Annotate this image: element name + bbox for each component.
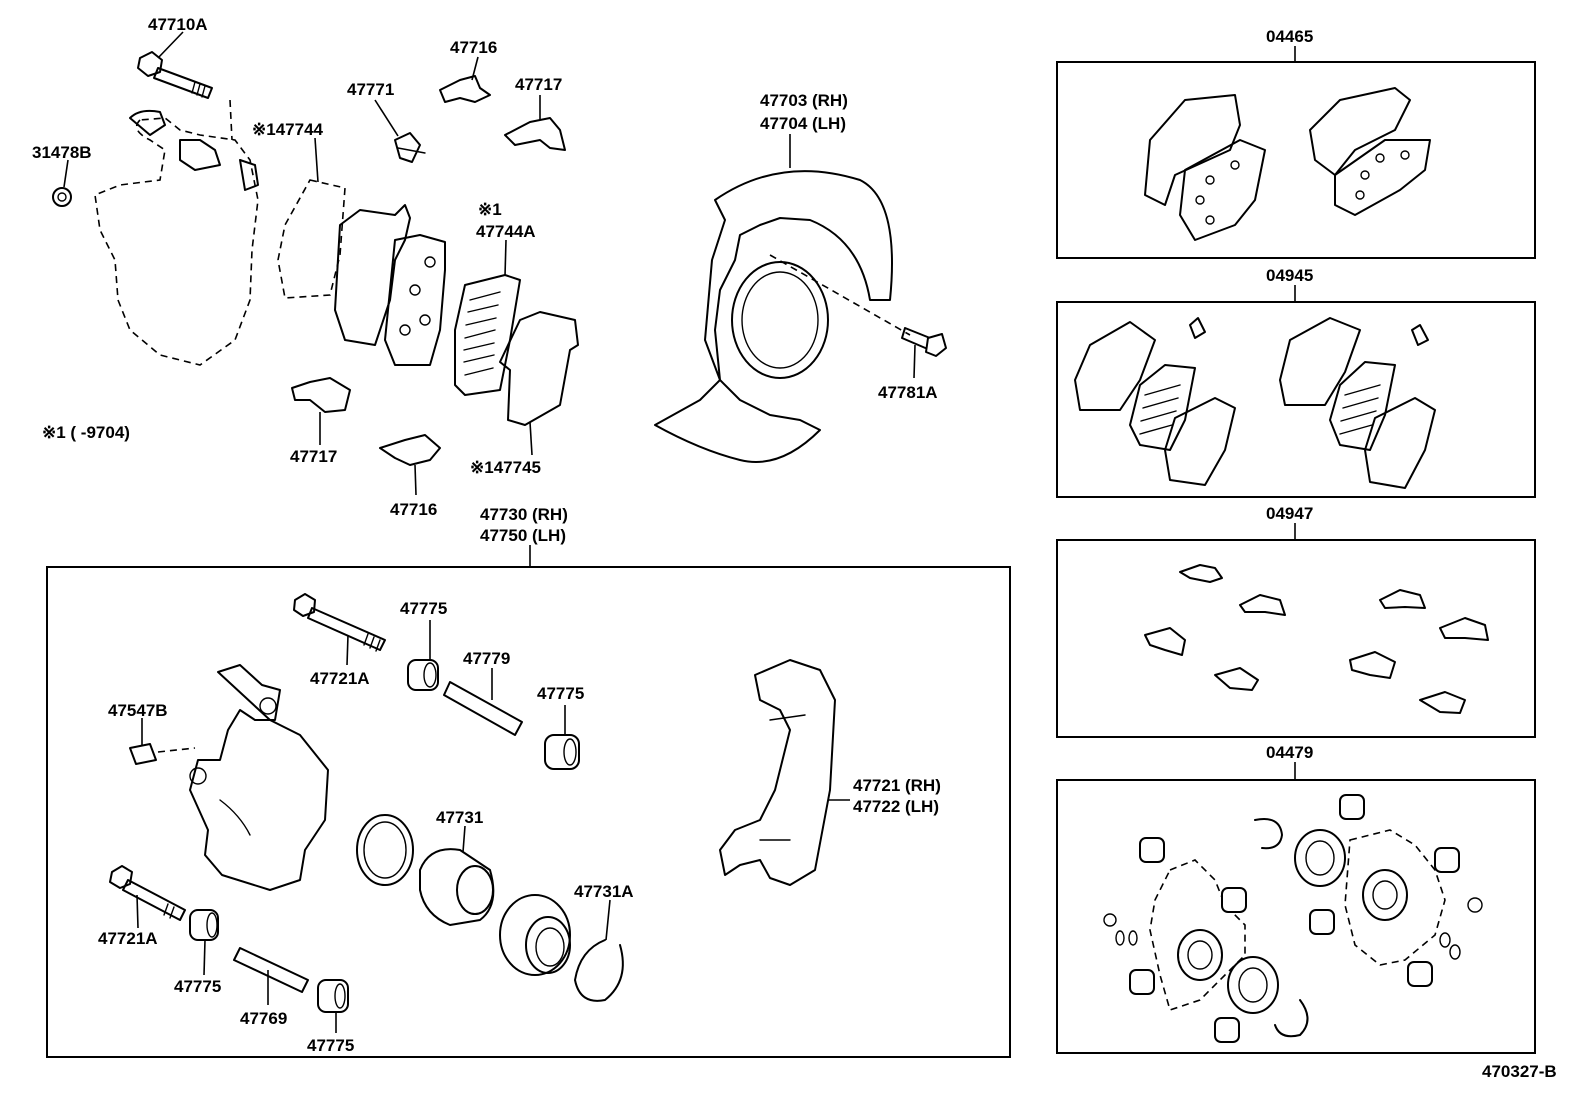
label-47731: 47731 [436, 808, 483, 827]
bolt-47721A-top [293, 593, 386, 666]
shim-147744 [277, 137, 346, 299]
clip-47771 [374, 99, 426, 163]
bushing-47775-b [544, 705, 580, 770]
label-47722: 47722 (LH) [853, 797, 939, 816]
kit-label-04479: 04479 [1266, 743, 1313, 762]
kit-04945-pads-shims [1074, 317, 1436, 489]
kit-04479-seals-boots [1103, 794, 1483, 1043]
label-1-mark: ※1 [478, 200, 502, 219]
seal-ring [356, 814, 414, 886]
label-47717-bottom: 47717 [290, 447, 337, 466]
label-47775-b: 47775 [537, 684, 584, 703]
label-47730: 47730 (RH) [480, 505, 568, 524]
brake-pad-inner [334, 204, 446, 366]
bleeder-47547B [129, 718, 196, 765]
clip-47717-top [504, 95, 566, 151]
label-47716-bottom: 47716 [390, 500, 437, 519]
clip-47716-bottom [379, 434, 441, 496]
dust-cover-47703 [654, 134, 911, 463]
label-47750: 47750 (LH) [480, 526, 566, 545]
label-47779: 47779 [463, 649, 510, 668]
label-47547B: 47547B [108, 701, 168, 720]
pin-47779 [443, 668, 523, 736]
bolt-47710A [137, 31, 213, 99]
kit-label-04465: 04465 [1266, 27, 1313, 46]
part-labels: 47710A 31478B ※147744 47771 47716 47717 … [32, 15, 1557, 1081]
caliper-assembly-box [46, 566, 1011, 1058]
boot-47731A [499, 894, 571, 976]
label-47775-a: 47775 [400, 599, 447, 618]
ring-47731A [574, 899, 624, 1002]
note-text: ※1 ( -9704) [42, 423, 130, 442]
label-47775-d: 47775 [307, 1036, 354, 1055]
brake-pad-outer [499, 311, 579, 456]
nut-31478B [52, 159, 72, 207]
kit-label-04945: 04945 [1266, 266, 1313, 285]
label-47721A-top: 47721A [310, 669, 370, 688]
label-47716-top: 47716 [450, 38, 497, 57]
label-47744A: 47744A [476, 222, 536, 241]
label-147745: ※147745 [470, 458, 541, 477]
label-47731A: 47731A [574, 882, 634, 901]
label-47721A-bottom: 47721A [98, 929, 158, 948]
mounting-bracket-47721 [719, 659, 850, 886]
label-47775-c: 47775 [174, 977, 221, 996]
kit-04947-clips [1144, 564, 1489, 714]
label-147744: ※147744 [252, 120, 324, 139]
shim-47744A [454, 239, 521, 396]
label-47721: 47721 (RH) [853, 776, 941, 795]
label-47703: 47703 (RH) [760, 91, 848, 110]
caliper-body [189, 664, 329, 891]
clip-47716-top [439, 56, 491, 103]
label-31478B: 31478B [32, 143, 92, 162]
caliper-outline-dashed [94, 99, 259, 366]
bushing-47775-c [189, 909, 219, 976]
label-47769: 47769 [240, 1009, 287, 1028]
clip-47717-bottom [291, 377, 351, 445]
bushing-47775-d [317, 979, 349, 1033]
label-47710A: 47710A [148, 15, 208, 34]
kit-box-04465 [1056, 61, 1536, 259]
kit-04465-pads [1144, 87, 1431, 241]
label-47771: 47771 [347, 80, 394, 99]
diagram-code: 470327-B [1482, 1062, 1557, 1081]
label-47717-top: 47717 [515, 75, 562, 94]
kit-box-04945 [1056, 301, 1536, 498]
kit-label-04947: 04947 [1266, 504, 1313, 523]
bolt-47721A-bottom [109, 865, 186, 929]
pin-47769 [233, 947, 309, 1005]
bolt-47781A [901, 327, 947, 379]
piston-47731 [419, 825, 495, 926]
label-47781A: 47781A [878, 383, 938, 402]
kit-box-04947 [1056, 539, 1536, 738]
label-47704: 47704 (LH) [760, 114, 846, 133]
kit-box-04479 [1056, 779, 1536, 1054]
bushing-47775-a [407, 620, 439, 691]
